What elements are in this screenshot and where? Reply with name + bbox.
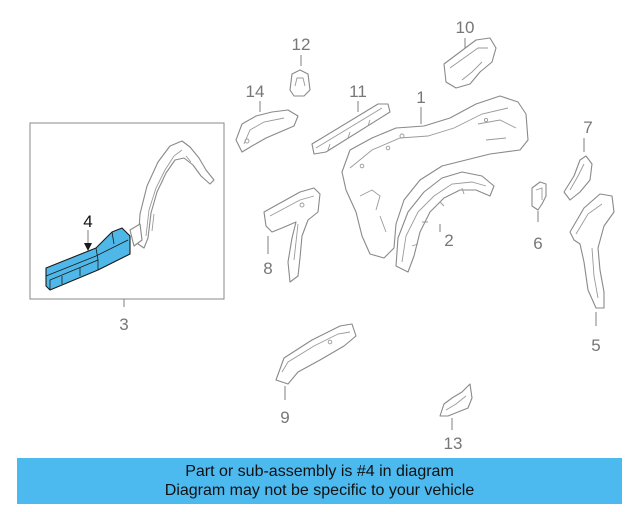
part-8-pillar[interactable] [263, 187, 321, 283]
callout-3: 3 [119, 315, 128, 334]
part-4-rail-highlighted[interactable] [45, 227, 131, 291]
callout-12: 12 [292, 35, 311, 54]
callout-5: 5 [591, 336, 600, 355]
part-1-quarter-panel[interactable] [341, 95, 529, 259]
part-9-sill[interactable] [275, 323, 357, 385]
part-7-bracket[interactable] [563, 155, 593, 201]
callout-10: 10 [456, 18, 475, 37]
part-13-bracket[interactable] [439, 383, 473, 417]
banner-line-1: Part or sub-assembly is #4 in diagram [185, 463, 454, 480]
part-10-upper-panel[interactable] [443, 37, 497, 89]
banner-line-2: Diagram may not be specific to your vehi… [164, 482, 475, 499]
part-11-rail[interactable] [311, 103, 391, 155]
callout-8: 8 [263, 259, 272, 278]
callout-2: 2 [444, 231, 453, 250]
subassembly-box [29, 122, 225, 300]
callout-7: 7 [583, 118, 592, 137]
part-3-wheelhouse[interactable] [129, 140, 215, 249]
arrow-4 [84, 243, 92, 251]
callout-9: 9 [280, 408, 289, 427]
part-14-bracket[interactable] [235, 109, 299, 153]
part-6-small-bracket[interactable] [531, 181, 547, 211]
callout-4: 4 [83, 212, 92, 231]
callout-6: 6 [533, 234, 542, 253]
callout-13: 13 [444, 434, 463, 453]
callout-11: 11 [349, 82, 367, 101]
callout-14: 14 [246, 82, 265, 101]
info-banner: Part or sub-assembly is #4 in diagram Di… [17, 458, 622, 504]
callout-1: 1 [416, 88, 425, 107]
part-2-wheel-arch[interactable] [395, 171, 495, 273]
part-12-clip[interactable] [289, 69, 311, 97]
part-5-rear-pillar[interactable] [569, 193, 615, 309]
